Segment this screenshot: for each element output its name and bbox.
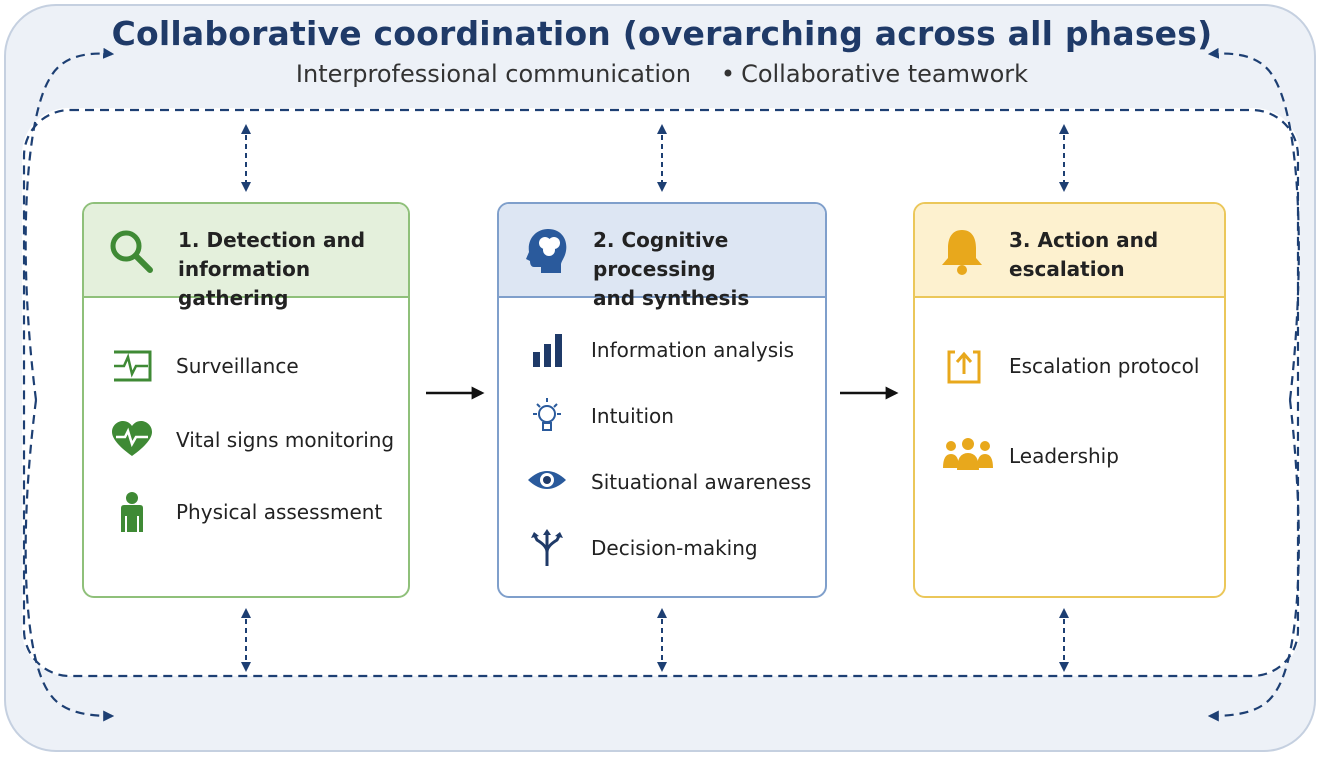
list-item: Leadership <box>915 436 1224 476</box>
phase-title: 3. Action and escalation <box>1009 226 1216 284</box>
loop-arrow-bottom-left <box>24 399 115 722</box>
item-label: Information analysis <box>591 338 795 362</box>
list-item: Intuition <box>499 396 825 436</box>
phase-title-line1: 3. Action and <box>1009 228 1159 252</box>
item-label: Situational awareness <box>591 470 812 494</box>
phase-header: 1. Detection and information gathering <box>84 204 408 310</box>
phase-title-line2: information gathering <box>178 257 311 310</box>
loop-arrow-bottom-right <box>1207 399 1300 722</box>
subtitle-bullet: • <box>720 60 736 88</box>
lightbulb-icon <box>533 398 561 431</box>
diagram-title: Collaborative coordination (overarching … <box>111 14 1213 53</box>
inner-dashed-loop <box>22 108 1300 678</box>
item-label: Decision-making <box>591 536 758 560</box>
phase-detection-box: 1. Detection and information gathering S… <box>82 202 410 598</box>
phase-title-line1: 2. Cognitive processing <box>593 228 729 281</box>
monitor-heartbeat-icon <box>114 350 152 382</box>
person-icon <box>121 492 143 532</box>
subtitle-teamwork: Collaborative teamwork <box>741 60 1029 88</box>
phase-title: 1. Detection and information gathering <box>178 226 400 313</box>
item-label: Surveillance <box>176 354 299 378</box>
phase-title-line1: 1. Detection and <box>178 228 366 252</box>
magnifier-icon <box>110 230 153 273</box>
phase-cognitive-box: 2. Cognitive processing and synthesis In… <box>497 202 827 598</box>
bell-icon <box>942 230 982 275</box>
item-label: Escalation protocol <box>1009 354 1200 378</box>
loop-arrow-top-left <box>24 47 115 401</box>
list-item: Decision-making <box>499 528 825 568</box>
loop-arrow-top-right <box>1207 47 1300 401</box>
list-item: Escalation protocol <box>915 346 1224 386</box>
phase-action-box: 3. Action and escalation Escalation prot… <box>913 202 1226 598</box>
heart-pulse-icon <box>112 421 152 456</box>
subtitle-communication: Interprofessional communication <box>295 60 691 88</box>
diagram-subtitle: Interprofessional communication •Collabor… <box>0 60 1324 88</box>
list-item: Information analysis <box>499 330 825 370</box>
item-label: Intuition <box>591 404 674 428</box>
phase-header: 2. Cognitive processing and synthesis <box>499 204 825 310</box>
list-item: Physical assessment <box>84 492 408 532</box>
phase-header: 3. Action and escalation <box>915 204 1224 298</box>
phase-title-line2: escalation <box>1009 257 1125 281</box>
eye-icon <box>528 471 566 489</box>
item-label: Vital signs monitoring <box>176 428 395 452</box>
list-item: Vital signs monitoring <box>84 420 408 460</box>
item-label: Leadership <box>1009 444 1119 468</box>
brain-head-icon <box>526 229 567 273</box>
list-item: Situational awareness <box>499 462 825 502</box>
group-icon <box>943 438 993 470</box>
phase-title: 2. Cognitive processing and synthesis <box>593 226 817 313</box>
list-item: Surveillance <box>84 346 408 386</box>
fork-arrows-icon <box>531 529 563 566</box>
upload-arrow-icon <box>947 350 981 384</box>
item-label: Physical assessment <box>176 500 383 524</box>
phase-title-line2: and synthesis <box>593 286 750 310</box>
bar-chart-icon <box>533 334 562 367</box>
